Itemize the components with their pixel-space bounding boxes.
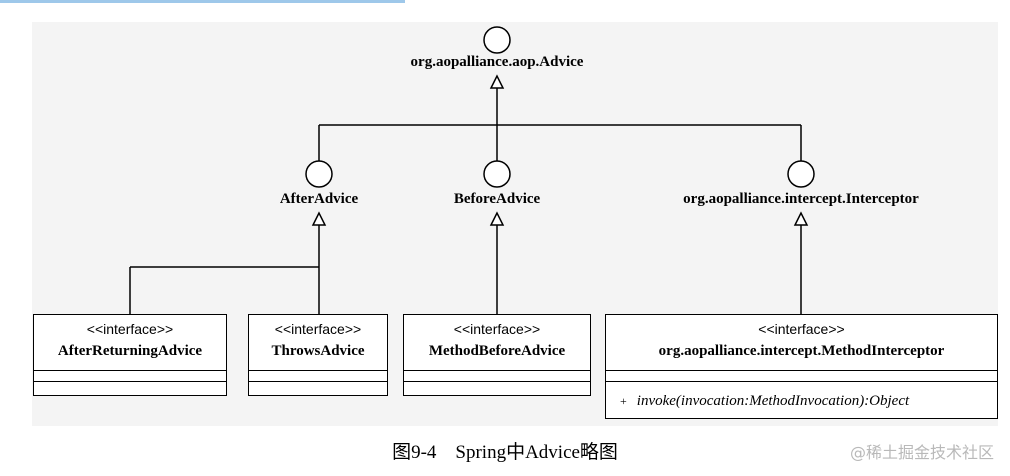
throws-advice-box: <<interface>> ThrowsAdvice (248, 314, 388, 396)
methods-divider (404, 381, 590, 382)
method-interceptor-box: <<interface>> org.aopalliance.intercept.… (605, 314, 998, 419)
before-advice-arrow (489, 211, 505, 226)
before-advice-circle (483, 160, 511, 188)
advice-generalization-arrow (489, 74, 505, 89)
advice-interface-label: org.aopalliance.aop.Advice (410, 54, 584, 70)
visibility-marker: + (620, 394, 627, 408)
stereotype-label: <<interface>> (453, 321, 541, 337)
class-name: ThrowsAdvice (271, 343, 365, 359)
stereotype-label: <<interface>> (86, 321, 174, 337)
class-name: MethodBeforeAdvice (428, 343, 566, 359)
methods-divider (34, 381, 226, 382)
watermark: @稀土掘金技术社区 (849, 443, 994, 462)
stereotype-label: <<interface>> (758, 321, 845, 337)
interceptor-label: org.aopalliance.intercept.Interceptor (683, 191, 919, 207)
invoke-method: + invoke(invocation:MethodInvocation):Obj… (620, 393, 909, 410)
attributes-divider (249, 370, 387, 371)
method-signature: invoke(invocation:MethodInvocation):Obje… (636, 393, 910, 409)
class-name: org.aopalliance.intercept.MethodIntercep… (658, 343, 945, 359)
methods-divider (249, 381, 387, 382)
interceptor-circle (787, 160, 815, 188)
figure-caption: 图9-4 Spring中Advice略图 (392, 442, 618, 463)
class-name: AfterReturningAdvice (57, 343, 203, 359)
after-advice-label: AfterAdvice (279, 191, 359, 207)
attributes-divider (404, 370, 590, 371)
after-returning-advice-box: <<interface>> AfterReturningAdvice (33, 314, 227, 396)
advice-interface-circle (483, 26, 511, 54)
attributes-divider (606, 370, 997, 371)
stereotype-label: <<interface>> (274, 321, 362, 337)
after-advice-circle (305, 160, 333, 188)
top-accent-bar (0, 0, 405, 3)
before-advice-label: BeforeAdvice (453, 191, 541, 207)
after-advice-arrow (311, 211, 327, 226)
methods-divider (606, 381, 997, 382)
attributes-divider (34, 370, 226, 371)
interceptor-arrow (793, 211, 809, 226)
method-before-advice-box: <<interface>> MethodBeforeAdvice (403, 314, 591, 396)
